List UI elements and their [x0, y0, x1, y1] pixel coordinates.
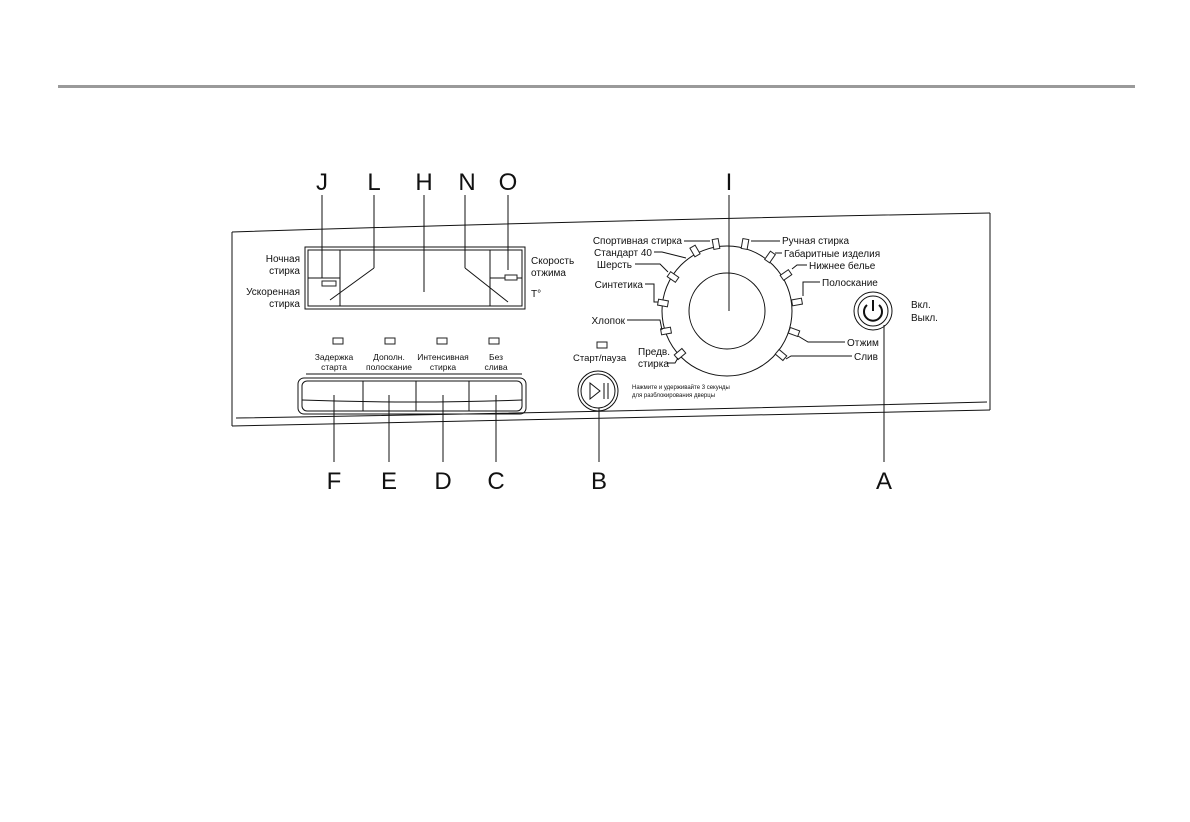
power-label-2: Выкл.	[911, 313, 938, 324]
program-leds	[656, 237, 804, 362]
synthetics-led	[656, 298, 670, 308]
start-pause-button-inner	[580, 373, 616, 409]
lingerie-led	[779, 268, 793, 282]
drain-led	[774, 348, 788, 362]
temperature-label: T°	[531, 289, 541, 300]
display-frame	[304, 246, 526, 310]
extra-rinse-label-2: полоскание	[366, 362, 412, 372]
night-wash-label-2: стирка	[269, 266, 300, 277]
wool-led	[666, 270, 680, 284]
intensive-wash-led	[436, 337, 448, 345]
power-button-outer[interactable]	[853, 291, 893, 331]
spin-leader	[797, 335, 845, 343]
callout-o: O	[499, 169, 518, 196]
standard40-led	[689, 244, 701, 258]
program-dial-outer[interactable]	[661, 245, 793, 377]
program-prewash-label-1: Предв.	[638, 347, 670, 358]
prewash-leader	[667, 357, 679, 364]
panel-bottom-inner-edge	[235, 401, 988, 419]
program-handwash-label: Ручная стирка	[782, 236, 849, 247]
quick-wash-label-1: Ускоренная	[246, 287, 300, 298]
spin-led	[787, 326, 801, 338]
program-lingerie-label: Нижнее белье	[809, 260, 876, 272]
callout-l-line-b	[329, 267, 375, 301]
power-label-1: Вкл.	[911, 300, 931, 311]
program-rinse-label: Полоскание	[822, 278, 878, 289]
delay-start-button[interactable]	[305, 384, 360, 410]
no-drain-label-2: слива	[484, 362, 507, 372]
callout-lines	[321, 195, 885, 462]
door-unlock-note-2: для разблокирования дверцы	[632, 393, 715, 399]
delay-start-label-2: старта	[321, 362, 347, 372]
program-cotton-label: Хлопок	[591, 316, 625, 327]
start-pause-button-outer[interactable]	[577, 370, 619, 412]
callout-n-line-b	[464, 267, 509, 303]
delay-start-led	[332, 337, 344, 345]
program-standard40-label: Стандарт 40	[594, 248, 652, 259]
callout-i: I	[726, 169, 733, 196]
sport-led	[711, 237, 721, 251]
start-pause-led	[596, 341, 608, 349]
no-drain-led	[488, 337, 500, 345]
handwash-led	[740, 237, 750, 251]
power-button-inner	[857, 295, 889, 327]
program-wool-label: Шерсть	[597, 260, 632, 271]
extra-rinse-led	[384, 337, 396, 345]
prewash-led	[673, 347, 687, 361]
program-leader-lines	[627, 240, 852, 364]
program-prewash-label-2: стирка	[638, 359, 669, 370]
option-button-bar	[297, 377, 527, 415]
cotton-leader	[627, 319, 663, 331]
delay-start-label-1: Задержка	[315, 352, 354, 362]
no-drain-label-1: Без	[489, 352, 503, 362]
standard40-leader	[654, 251, 687, 259]
header-rule	[58, 85, 1135, 88]
callout-d: D	[434, 468, 451, 495]
spin-speed-led	[504, 274, 518, 281]
callout-f: F	[327, 468, 342, 495]
start-pause-label: Старт/пауза	[573, 353, 627, 364]
night-wash-led	[321, 280, 337, 287]
panel-top-edge	[231, 212, 991, 233]
callout-l: L	[367, 169, 380, 196]
lingerie-leader	[791, 264, 807, 270]
night-wash-label-1: Ночная	[266, 254, 300, 265]
program-drain-label: Слив	[854, 352, 878, 363]
door-unlock-note-1: Нажмите и удерживайте 3 секунды	[632, 384, 730, 391]
spin-speed-label-1: Скорость	[531, 256, 574, 267]
cotton-led	[659, 326, 673, 336]
rinse-led	[790, 297, 804, 307]
rinse-leader	[802, 281, 820, 296]
synthetics-leader	[645, 283, 658, 303]
callout-h: H	[415, 169, 432, 196]
intensive-wash-label-2: стирка	[430, 362, 457, 372]
play-icon	[589, 381, 601, 401]
program-synthetics-label: Синтетика	[595, 280, 644, 291]
callout-b: B	[591, 468, 607, 495]
bulky-led	[763, 250, 777, 264]
program-sport-label: Спортивная стирка	[593, 236, 683, 247]
quick-wash-label-2: стирка	[269, 299, 300, 310]
extra-rinse-label-1: Дополн.	[373, 352, 405, 362]
wool-leader	[635, 263, 669, 273]
intensive-wash-label-1: Интенсивная	[417, 352, 469, 362]
panel-bottom-edge	[231, 409, 991, 427]
callout-j: J	[316, 169, 328, 196]
option-button-curve	[301, 399, 523, 403]
drain-leader	[785, 355, 852, 360]
spin-speed-label-2: отжима	[531, 268, 566, 279]
program-spin-label: Отжим	[847, 338, 879, 349]
callout-e: E	[381, 468, 397, 495]
callout-n: N	[458, 169, 475, 196]
callout-c: C	[487, 468, 504, 495]
program-bulky-label: Габаритные изделия	[784, 248, 880, 260]
program-dial-inner	[688, 272, 766, 350]
power-icon	[863, 304, 883, 322]
callout-a: A	[876, 468, 892, 495]
option-button-bar-inner	[301, 380, 523, 412]
